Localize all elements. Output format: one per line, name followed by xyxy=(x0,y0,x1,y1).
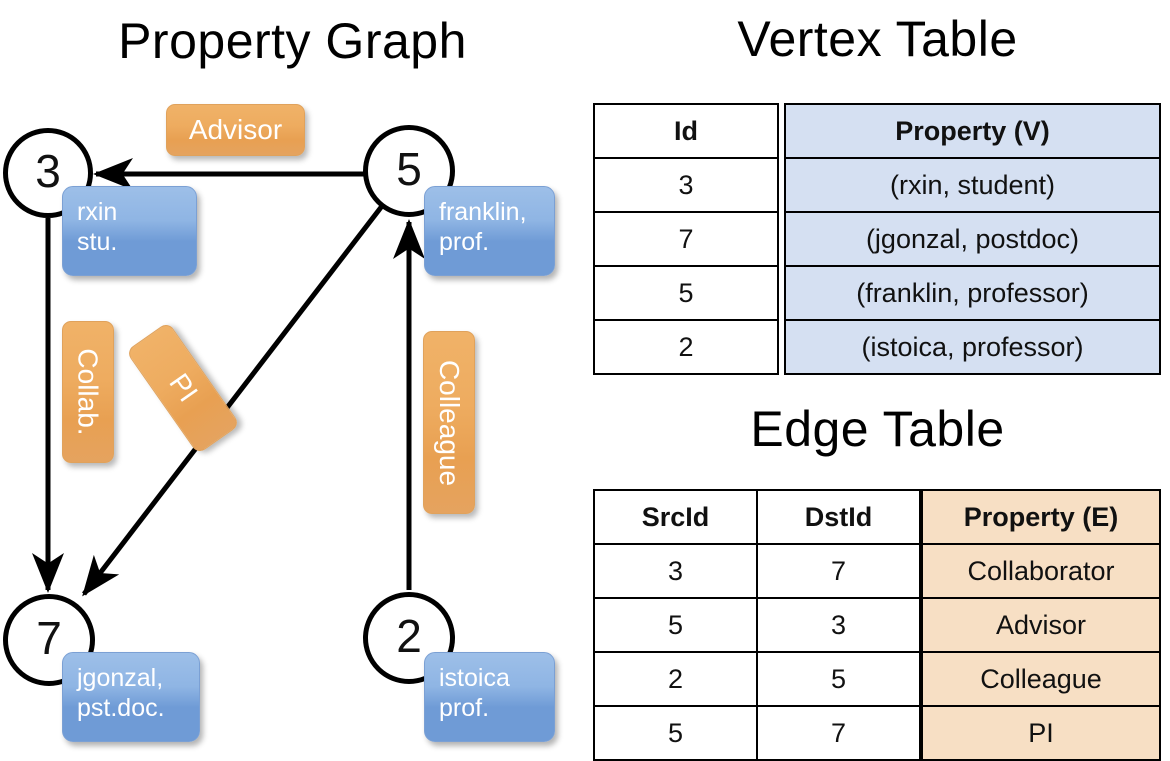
vertex-property-box-3: rxin stu. xyxy=(62,186,197,276)
table-row: 5 3 xyxy=(593,597,921,653)
edge-table-header-property: Property (E) xyxy=(921,489,1161,545)
table-header-row: Id xyxy=(593,103,779,159)
edge-table-cell-dst: 7 xyxy=(756,543,921,599)
vertex-table-cell-property: (jgonzal, postdoc) xyxy=(784,211,1161,267)
graph-node-2[interactable]: 2 xyxy=(363,592,455,684)
edge-table-id-columns: SrcId DstId 3 7 5 3 2 5 5 7 xyxy=(593,489,921,761)
vertex-table-property-column: Property (V) (rxin, student) (jgonzal, p… xyxy=(784,103,1161,375)
table-row: (istoica, professor) xyxy=(784,319,1161,375)
vertex-property-box-3-line1: rxin xyxy=(77,198,118,226)
graph-edges-layer xyxy=(32,158,425,597)
vertex-table-id-column: Id 3 7 5 2 xyxy=(593,103,779,375)
edge-table-cell-property: Collaborator xyxy=(921,543,1161,599)
edge-table-cell-dst: 3 xyxy=(756,597,921,653)
vertex-table-header-property: Property (V) xyxy=(784,103,1161,159)
table-header-row: Property (E) xyxy=(921,489,1161,545)
graph-node-5-label: 5 xyxy=(396,143,422,195)
edge-label-collab: Collab. xyxy=(62,321,114,463)
vertex-table-cell-id: 3 xyxy=(593,157,779,213)
table-row: Advisor xyxy=(921,597,1161,653)
vertex-table-cell-id: 7 xyxy=(593,211,779,267)
vertex-table-cell-property: (rxin, student) xyxy=(784,157,1161,213)
vertex-property-box-2: istoica prof. xyxy=(424,652,555,742)
edge-label-pi-text: PI xyxy=(163,367,204,408)
edge-5-to-7-pi xyxy=(82,204,384,597)
table-row: 5 7 xyxy=(593,705,921,761)
vertex-property-box-7-line1: jgonzal, xyxy=(77,664,164,692)
vertex-property-box-3-line2: stu. xyxy=(77,228,118,256)
vertex-property-box-5-line2: prof. xyxy=(439,228,490,256)
edge-table-cell-property: Colleague xyxy=(921,651,1161,707)
vertex-property-box-7: jgonzal, pst.doc. xyxy=(62,652,200,742)
edge-label-colleague-text: Colleague xyxy=(434,359,466,486)
table-row: 7 xyxy=(593,211,779,267)
edge-table-cell-src: 5 xyxy=(593,705,758,761)
edge-table-cell-src: 2 xyxy=(593,651,758,707)
edge-table-cell-dst: 5 xyxy=(756,651,921,707)
table-row: Collaborator xyxy=(921,543,1161,599)
edge-label-advisor-text: Advisor xyxy=(188,114,283,145)
table-row: (franklin, professor) xyxy=(784,265,1161,321)
edge-table-cell-dst: 7 xyxy=(756,705,921,761)
edge-table-cell-property: Advisor xyxy=(921,597,1161,653)
vertex-table-cell-id: 2 xyxy=(593,319,779,375)
table-row: 3 7 xyxy=(593,543,921,599)
edge-table-cell-property: PI xyxy=(921,705,1161,761)
table-header-row: SrcId DstId xyxy=(593,489,921,545)
table-row: (rxin, student) xyxy=(784,157,1161,213)
vertex-property-box-2-line2: prof. xyxy=(439,694,490,722)
table-row: 2 5 xyxy=(593,651,921,707)
vertex-table-cell-id: 5 xyxy=(593,265,779,321)
edge-table-cell-src: 5 xyxy=(593,597,758,653)
edge-table-header-dstid: DstId xyxy=(756,489,921,545)
edge-label-advisor: Advisor xyxy=(166,104,305,156)
table-row: 2 xyxy=(593,319,779,375)
page-title-edge-table: Edge Table xyxy=(750,401,1005,457)
edge-label-colleague: Colleague xyxy=(423,331,475,514)
table-row: 3 xyxy=(593,157,779,213)
table-row: (jgonzal, postdoc) xyxy=(784,211,1161,267)
vertex-property-box-5-line1: franklin, xyxy=(439,198,527,226)
vertex-table-cell-property: (istoica, professor) xyxy=(784,319,1161,375)
vertex-property-box-2-line1: istoica xyxy=(439,664,510,692)
vertex-property-box-7-line2: pst.doc. xyxy=(77,694,165,722)
vertex-table-cell-property: (franklin, professor) xyxy=(784,265,1161,321)
table-header-row: Property (V) xyxy=(784,103,1161,159)
graph-node-2-label: 2 xyxy=(396,610,422,662)
graph-node-5[interactable]: 5 xyxy=(363,125,455,217)
edge-table-cell-src: 3 xyxy=(593,543,758,599)
edge-label-collab-text: Collab. xyxy=(73,348,105,436)
edge-table-property-column: Property (E) Collaborator Advisor Collea… xyxy=(921,489,1161,761)
vertex-table-header-id: Id xyxy=(593,103,779,159)
page-title-property-graph: Property Graph xyxy=(118,13,467,69)
page-title-vertex-table: Vertex Table xyxy=(737,11,1018,67)
graph-node-7-label: 7 xyxy=(36,612,62,664)
table-row: 5 xyxy=(593,265,779,321)
table-row: PI xyxy=(921,705,1161,761)
vertex-property-box-5: franklin, prof. xyxy=(424,186,555,276)
graph-node-3-label: 3 xyxy=(35,145,61,197)
table-row: Colleague xyxy=(921,651,1161,707)
edge-table-header-srcid: SrcId xyxy=(593,489,758,545)
